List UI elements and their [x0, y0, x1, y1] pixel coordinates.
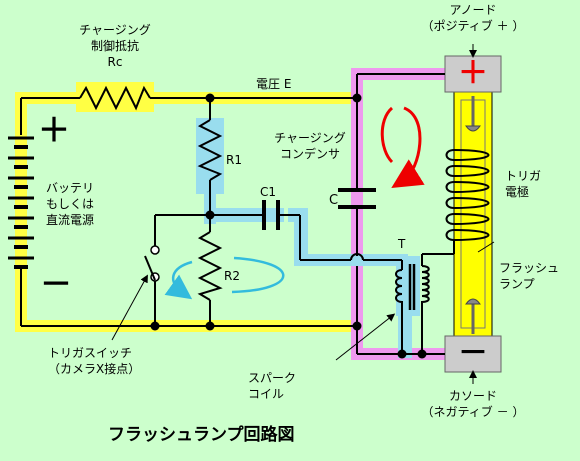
spark-coil-line1: スパーク: [248, 371, 297, 385]
junction-dots: [150, 93, 427, 359]
charging-capacitor-line1: チャージング: [274, 131, 346, 145]
cathode-line1: カソード: [448, 389, 497, 403]
anode-line2: （ポジティブ ＋ ）: [421, 19, 525, 33]
transformer-t: [395, 264, 430, 310]
trigger-electrode-line2: 電極: [505, 185, 530, 199]
trigger-switch-label: トリガスイッチ （カメラX接点）: [48, 345, 140, 377]
anode-electrode-tip: [465, 125, 481, 132]
charging-resistor-line2: 制御抵抗: [90, 39, 139, 53]
transformer-label: T: [398, 237, 406, 251]
diagram-title: フラッシュランプ回路図: [108, 425, 295, 445]
cathode-electrode-tip: [465, 298, 481, 305]
trigger-electrode-line1: トリガ: [505, 169, 542, 183]
battery-label: バッテリ もしくは 直流電源: [46, 180, 94, 228]
anode-line1: アノード: [449, 3, 497, 17]
r1-label: R1: [226, 153, 242, 167]
trigger-switch-line1: トリガスイッチ: [48, 346, 133, 360]
charging-resistor-line3: Rc: [107, 55, 123, 69]
cathode-label: カソード （ネガティブ － ）: [408, 388, 538, 420]
trigger-electrode-coil: [445, 149, 490, 254]
capacitor-c: [338, 188, 376, 209]
battery-line2: もしくは: [46, 197, 95, 211]
switch-pointer-arrow: [111, 274, 148, 341]
capacitor-c1: [262, 200, 280, 230]
discharge-flow-arrow: [391, 106, 425, 188]
battery-line3: 直流電源: [46, 213, 95, 227]
battery-minus-sign: －: [40, 265, 73, 303]
battery-symbol: [8, 136, 34, 269]
trigger-flow-arrow: [231, 256, 285, 294]
r2-label: R2: [224, 269, 240, 283]
spark-coil-pointer-arrow: [335, 313, 396, 361]
resistor-r2: [197, 231, 223, 301]
c1-label: C1: [260, 185, 277, 199]
charging-capacitor-line2: コンデンサ: [279, 147, 340, 161]
cathode-line2: （ネガティブ － ）: [421, 405, 525, 419]
voltage-label: 電圧 E: [256, 77, 292, 91]
resistor-rc: [79, 85, 151, 111]
battery-line1: バッテリ: [46, 181, 95, 195]
flash-lamp-label: フラッシュ ランプ: [499, 260, 559, 292]
spark-coil-label: スパーク コイル: [248, 370, 296, 402]
flash-lamp-line2: ランプ: [499, 277, 535, 291]
trigger-switch-line2: （カメラX接点）: [48, 362, 141, 376]
charging-capacitor-label: チャージング コンデンサ: [262, 130, 358, 162]
capacitor-c-label: C: [329, 193, 339, 208]
resistor-r1: [197, 119, 223, 181]
charging-resistor-label: チャージング 制御抵抗 Rc: [62, 22, 168, 70]
trigger-electrode-label: トリガ 電極: [505, 168, 541, 200]
charging-resistor-line1: チャージング: [79, 23, 151, 37]
trigger-switch: [144, 245, 160, 282]
anode-label: アノード （ポジティブ ＋ ）: [408, 2, 538, 34]
spark-coil-line2: コイル: [248, 387, 285, 401]
cathode-minus-sign: －: [458, 336, 488, 371]
anode-plus-sign: ＋: [458, 56, 488, 91]
battery-plus-sign: ＋: [38, 111, 71, 149]
flash-lamp-line1: フラッシュ: [499, 261, 560, 275]
